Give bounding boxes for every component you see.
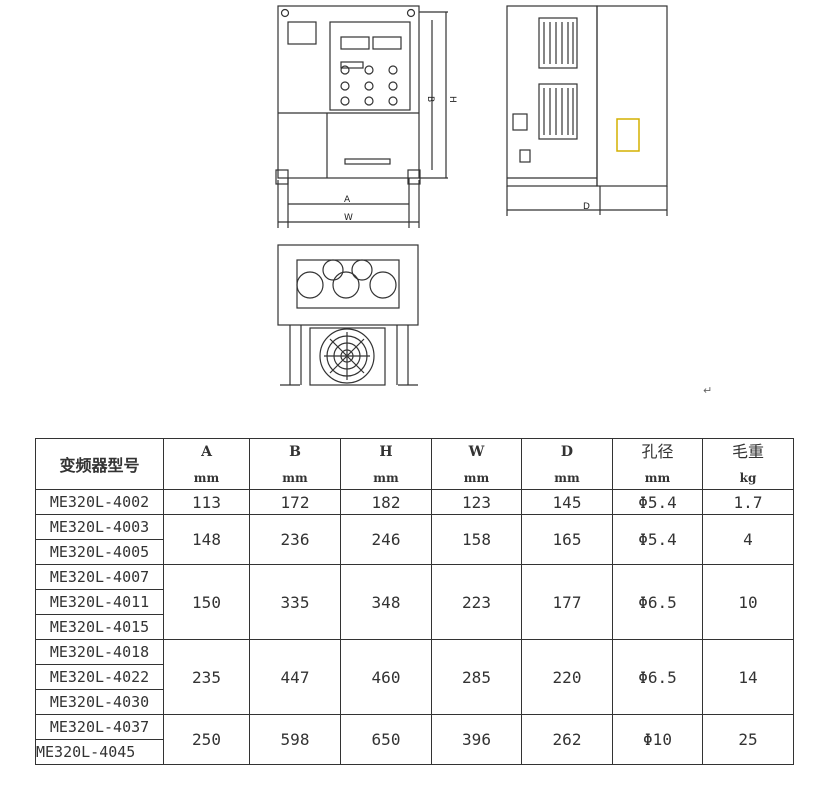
front-view-drawing xyxy=(275,5,448,228)
technical-drawings: B H A W D xyxy=(275,5,712,397)
cell-d: 262 xyxy=(521,714,613,765)
table-row: ME320L-4011 xyxy=(35,589,794,615)
table-row: ME320L-4045 xyxy=(35,739,794,765)
cell-w: 223 xyxy=(431,564,522,640)
cell-d: 145 xyxy=(521,489,613,515)
bottom-view-drawing xyxy=(277,244,419,386)
label-area-highlight xyxy=(616,118,640,152)
cell-weight: 4 xyxy=(702,514,794,565)
return-mark: ↵ xyxy=(703,384,712,397)
table-row: ME320L-4003 148 236 246 158 165 Φ5.4 4 xyxy=(35,514,794,565)
cell-d: 177 xyxy=(521,564,613,640)
cell-a: 250 xyxy=(163,714,250,765)
cell-h: 650 xyxy=(340,714,432,765)
table-row: ME320L-4007 150 335 348 223 177 Φ6.5 10 xyxy=(35,564,794,640)
cell-weight: 1.7 xyxy=(702,489,794,515)
model-cell: ME320L-4005 xyxy=(35,539,164,565)
dimension-w-label: W xyxy=(344,213,353,223)
table-row: ME320L-4022 xyxy=(35,664,794,690)
table-row: ME320L-4018 235 447 460 285 220 Φ6.5 14 xyxy=(35,639,794,715)
cell-d: 220 xyxy=(521,639,613,715)
model-cell: ME320L-4037 xyxy=(35,714,164,740)
cell-a: 113 xyxy=(163,489,250,515)
cell-a: 150 xyxy=(163,564,250,640)
cell-b: 172 xyxy=(249,489,341,515)
cell-w: 158 xyxy=(431,514,522,565)
table-row: ME320L-4002 113 172 182 123 145 Φ5.4 1.7 xyxy=(35,489,794,515)
cell-hole: Φ6.5 xyxy=(612,639,703,715)
dimension-a-label: A xyxy=(344,195,351,205)
cell-hole: Φ6.5 xyxy=(612,564,703,640)
table-row: ME320L-4015 xyxy=(35,614,794,640)
cell-a: 235 xyxy=(163,639,250,715)
cell-h: 182 xyxy=(340,489,432,515)
dimension-h-label: H xyxy=(447,96,457,103)
dimension-d-label: D xyxy=(583,202,590,212)
cell-hole: Φ10 xyxy=(612,714,703,765)
model-cell: ME320L-4003 xyxy=(35,514,164,540)
model-cell: ME320L-4045 xyxy=(35,739,164,765)
cell-b: 598 xyxy=(249,714,341,765)
cell-h: 246 xyxy=(340,514,432,565)
cell-hole: Φ5.4 xyxy=(612,489,703,515)
model-cell: ME320L-4015 xyxy=(35,614,164,640)
cell-weight: 10 xyxy=(702,564,794,640)
model-cell: ME320L-4011 xyxy=(35,589,164,615)
model-cell: ME320L-4022 xyxy=(35,664,164,690)
model-cell: ME320L-4007 xyxy=(35,564,164,590)
cell-weight: 14 xyxy=(702,639,794,715)
cell-w: 285 xyxy=(431,639,522,715)
model-cell: ME320L-4002 xyxy=(35,489,164,515)
cell-weight: 25 xyxy=(702,714,794,765)
table-row: ME320L-4037 250 598 650 396 262 Φ10 25 xyxy=(35,714,794,765)
side-view-drawing xyxy=(506,5,668,216)
cell-b: 447 xyxy=(249,639,341,715)
dimension-b-label: B xyxy=(425,96,435,102)
model-cell: ME320L-4030 xyxy=(35,689,164,715)
cell-hole: Φ5.4 xyxy=(612,514,703,565)
cell-h: 460 xyxy=(340,639,432,715)
cell-b: 236 xyxy=(249,514,341,565)
model-cell: ME320L-4018 xyxy=(35,639,164,665)
cell-a: 148 xyxy=(163,514,250,565)
cell-d: 165 xyxy=(521,514,613,565)
cell-w: 396 xyxy=(431,714,522,765)
cell-h: 348 xyxy=(340,564,432,640)
header-model: 变频器型号 xyxy=(35,438,164,490)
cell-b: 335 xyxy=(249,564,341,640)
cell-w: 123 xyxy=(431,489,522,515)
